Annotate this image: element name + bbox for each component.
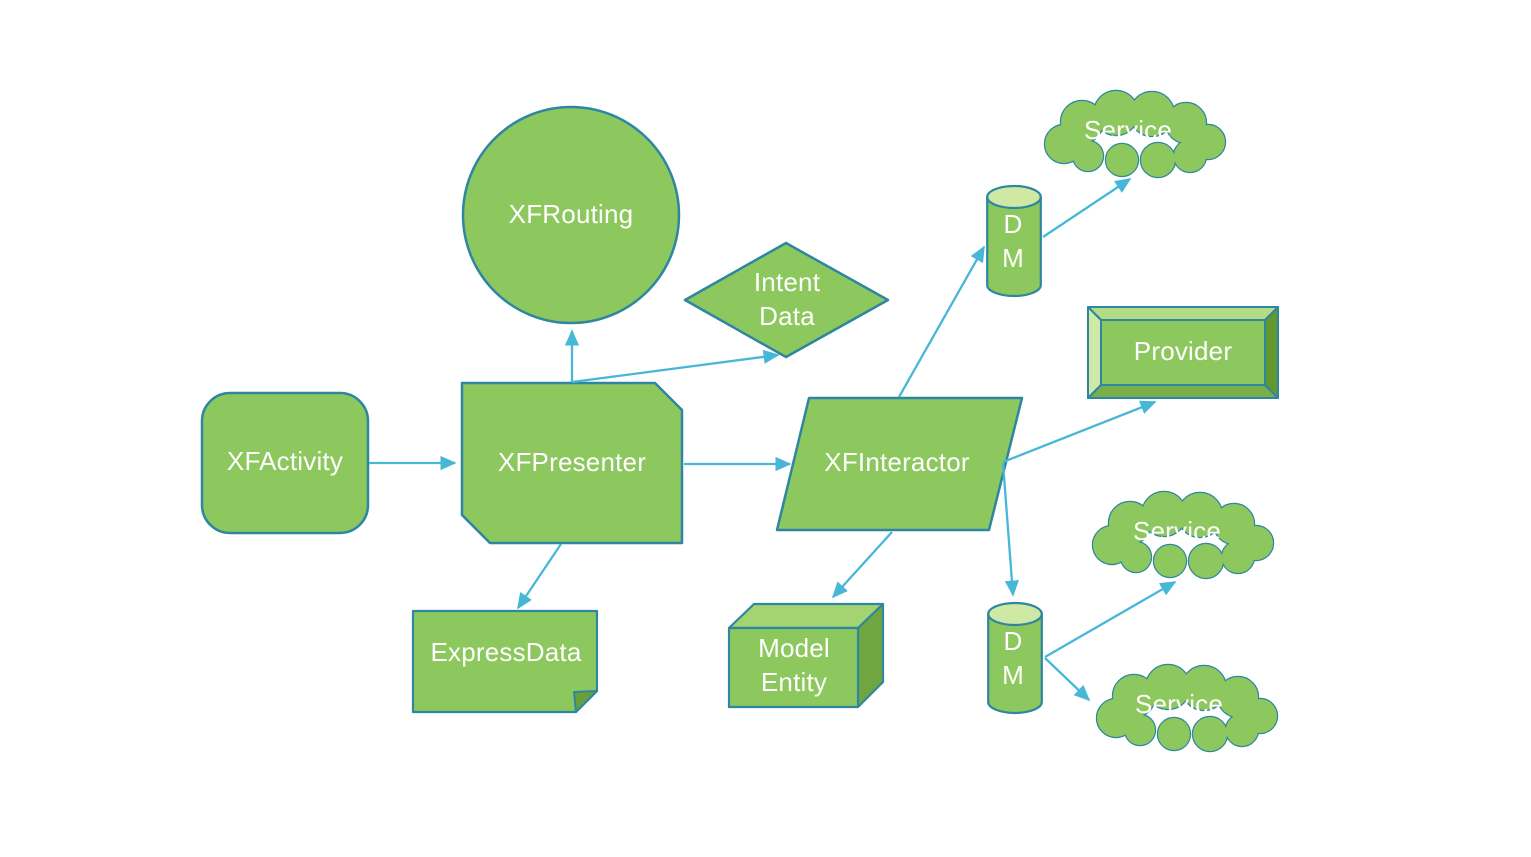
provider-top-bevel — [1087, 306, 1279, 321]
service-bottom-shape — [1095, 663, 1279, 753]
service-middle-shape — [1091, 490, 1275, 580]
provider-bottom-bevel — [1087, 384, 1279, 399]
edge-dm-bottom-service-middle — [1044, 581, 1177, 658]
xfrouting-shape — [461, 105, 681, 325]
provider-shape — [1087, 306, 1279, 399]
expressdata-fold-corner — [573, 690, 598, 713]
provider-front-face — [1100, 319, 1266, 386]
model-entity-shape — [727, 602, 885, 709]
dm-top-shape — [986, 184, 1042, 298]
edge-xfpresenter-intent-data — [571, 349, 780, 384]
provider-left-bevel — [1087, 306, 1102, 399]
xfinteractor-shape — [775, 396, 1024, 532]
edge-xfinteractor-model-entity — [831, 531, 893, 599]
edge-xfpresenter-expressdata — [517, 543, 562, 610]
edge-dm-top-service-top — [1042, 178, 1132, 238]
edge-dm-bottom-service-bottom — [1044, 657, 1091, 702]
model-entity-front-face — [727, 626, 860, 709]
model-entity-top-face — [727, 602, 885, 630]
edge-xfinteractor-dm-top — [897, 245, 986, 398]
provider-right-bevel — [1264, 306, 1279, 399]
service-top-shape — [1043, 89, 1227, 179]
expressdata-shape — [411, 609, 599, 714]
edge-xfinteractor-dm-bottom — [1001, 462, 1019, 597]
xfpresenter-shape — [460, 381, 684, 545]
intent-data-shape — [683, 241, 890, 359]
edge-xfinteractor-provider — [1002, 400, 1157, 464]
xfactivity-shape — [200, 391, 370, 535]
dm-bottom-shape — [987, 601, 1043, 715]
